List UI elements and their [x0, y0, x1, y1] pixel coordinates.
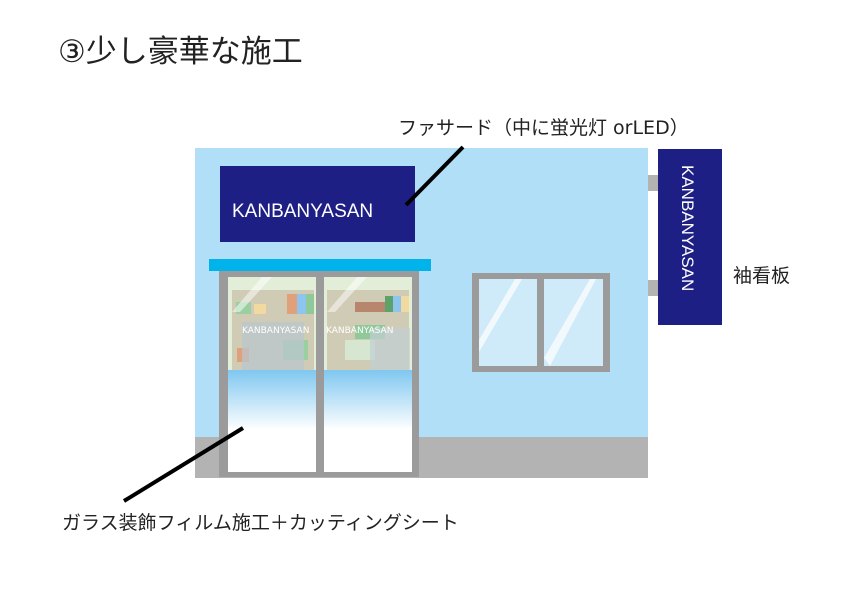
awning-bar — [209, 259, 431, 271]
door-left-cutting-text: KANBANYASAN — [242, 326, 309, 336]
glass-leader-line — [122, 426, 245, 503]
page-title: ③少し豪華な施工 — [58, 34, 303, 70]
fascia-sign — [220, 166, 415, 242]
door-right-cutting-text: KANBANYASAN — [326, 326, 393, 336]
glass-door: KANBANYASAN KANBANYASAN — [219, 271, 419, 477]
glass-film-label: ガラス装飾フィルム施工＋カッティングシート — [62, 512, 459, 534]
fascia-label: ファサード（中に蛍光灯 orLED） — [398, 117, 689, 139]
projecting-sign-text: KANBANYASAN — [678, 165, 697, 291]
projecting-sign — [658, 149, 722, 325]
window — [472, 273, 610, 372]
projecting-sign-label: 袖看板 — [733, 265, 790, 287]
sign-bracket-bottom — [648, 280, 658, 296]
sign-bracket-top — [648, 175, 658, 191]
fascia-sign-text: KANBANYASAN — [232, 201, 373, 222]
fascia-leader-line — [404, 145, 465, 207]
